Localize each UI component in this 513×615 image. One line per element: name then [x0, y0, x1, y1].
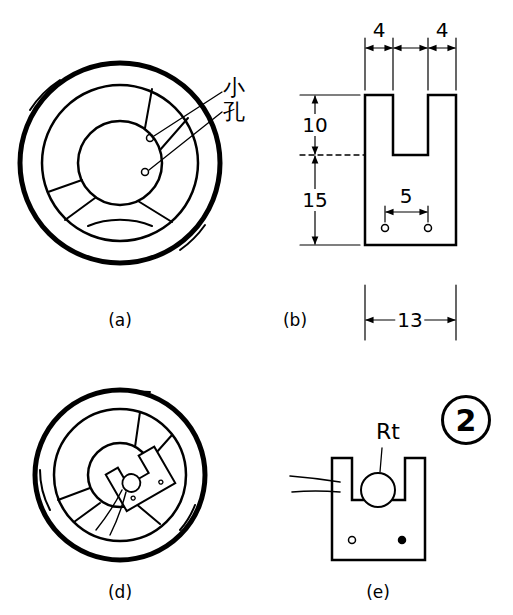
figure-label: (a): [108, 311, 132, 330]
bracket-e: [290, 448, 425, 560]
figure-label: (e): [366, 583, 390, 602]
bracket-b: [300, 38, 456, 340]
dimension: 15: [300, 189, 329, 211]
component-label: Rt: [376, 420, 400, 444]
figure-label: (d): [108, 583, 132, 602]
dimension: 13: [395, 309, 424, 331]
part-label: 小孔: [223, 76, 245, 124]
callout-text: 2: [456, 403, 477, 438]
dimension: 4: [436, 19, 449, 41]
dimension: 4: [373, 19, 386, 41]
ring-d: [35, 390, 205, 560]
ring-a: [20, 63, 222, 263]
callout-number: 2: [441, 395, 491, 445]
dimension: 10: [300, 114, 329, 136]
figure-label: (b): [283, 311, 307, 330]
dimension: 5: [400, 185, 413, 207]
